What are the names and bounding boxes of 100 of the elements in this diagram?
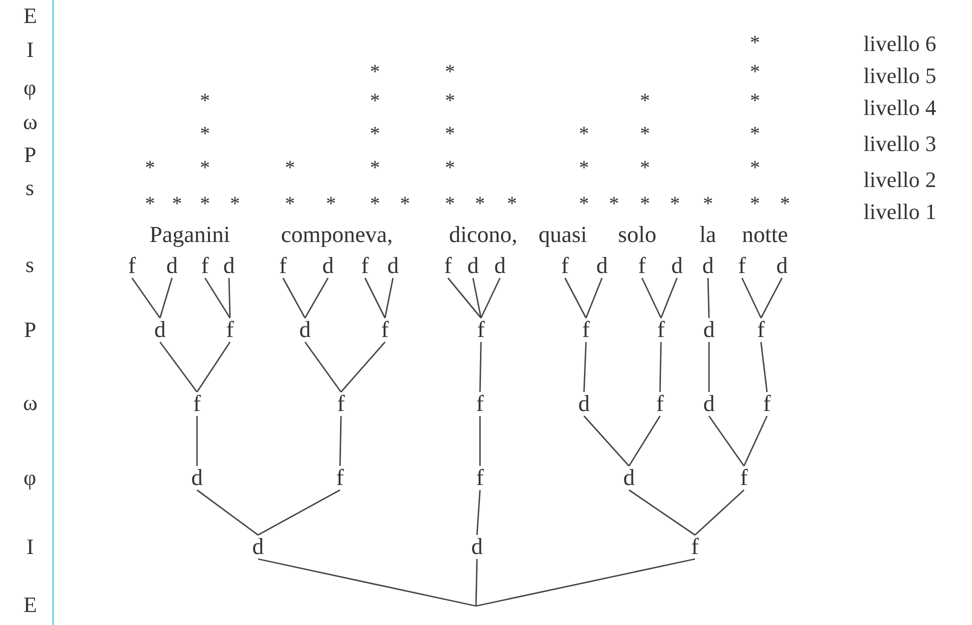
- grid-asterisk: *: [172, 194, 182, 214]
- tree-branch: [339, 416, 342, 466]
- tree-branch: [258, 489, 340, 536]
- grid-asterisk: *: [640, 91, 650, 111]
- tree-branch: [479, 416, 481, 466]
- tree-branch: [228, 278, 231, 318]
- level-symbol: s: [26, 254, 34, 276]
- tree-branch: [707, 278, 710, 318]
- level-symbol: E: [24, 594, 37, 616]
- tree-node-letter: d: [621, 466, 637, 490]
- tree-branch: [472, 278, 482, 318]
- tree-node-letter: d: [701, 392, 717, 416]
- tree-branch: [585, 278, 603, 318]
- tree-node-letter: d: [465, 254, 481, 278]
- grid-asterisk: *: [200, 124, 210, 144]
- tree-branch: [741, 278, 762, 318]
- level-label: livello 6: [864, 33, 936, 55]
- tree-branch: [480, 278, 501, 318]
- grid-asterisk: *: [609, 194, 619, 214]
- grid-asterisk: *: [200, 158, 210, 178]
- tree-node-letter: f: [275, 254, 291, 278]
- tree-branch: [660, 278, 678, 318]
- tree-node-letter: f: [759, 392, 775, 416]
- tree-node-letter: f: [753, 318, 769, 342]
- grid-asterisk: *: [370, 124, 380, 144]
- tree-node-letter: f: [472, 466, 488, 490]
- level-label: livello 3: [864, 133, 936, 155]
- tree-node-letter: f: [736, 466, 752, 490]
- tree-branch: [564, 278, 587, 318]
- tree-node-letter: f: [473, 318, 489, 342]
- word: notte: [742, 222, 788, 246]
- tree-node-letter: f: [222, 318, 238, 342]
- tree-branch: [475, 558, 478, 606]
- tree-branch: [476, 490, 481, 536]
- tree-node-letter: f: [124, 254, 140, 278]
- tree-branch: [659, 342, 662, 392]
- tree-branch: [760, 342, 768, 392]
- tree-node-letter: f: [557, 254, 573, 278]
- level-symbol: ω: [23, 392, 38, 414]
- tree-branch: [204, 278, 231, 318]
- grid-asterisk: *: [750, 158, 760, 178]
- tree-branch: [340, 342, 386, 392]
- grid-asterisk: *: [750, 194, 760, 214]
- level-label: livello 2: [864, 169, 936, 191]
- level-label: livello 4: [864, 97, 936, 119]
- tree-node-letter: f: [734, 254, 750, 278]
- word: quasi: [538, 222, 588, 246]
- tree-node-letter: d: [320, 254, 336, 278]
- grid-asterisk: *: [703, 194, 713, 214]
- tree-node-letter: d: [385, 254, 401, 278]
- tree-node-letter: f: [332, 466, 348, 490]
- tree-node-letter: f: [653, 318, 669, 342]
- tree-branch: [131, 278, 161, 318]
- grid-asterisk: *: [370, 91, 380, 111]
- tree-node-letter: f: [687, 535, 703, 559]
- tree-branch: [583, 342, 587, 392]
- grid-asterisk: *: [400, 194, 410, 214]
- tree-branch: [196, 416, 198, 466]
- grid-asterisk: *: [750, 124, 760, 144]
- level-symbol: φ: [24, 467, 36, 489]
- grid-asterisk: *: [750, 62, 760, 82]
- grid-asterisk: *: [326, 194, 336, 214]
- tree-node-letter: f: [472, 392, 488, 416]
- grid-asterisk: *: [750, 91, 760, 111]
- tree-branch: [196, 489, 258, 536]
- grid-asterisk: *: [579, 124, 589, 144]
- word: solo: [618, 222, 656, 246]
- tree-node-letter: f: [333, 392, 349, 416]
- tree-branch: [159, 278, 173, 318]
- word: la: [700, 222, 716, 246]
- grid-asterisk: *: [445, 124, 455, 144]
- level-symbol: I: [26, 536, 34, 558]
- tree-node-letter: f: [440, 254, 456, 278]
- grid-asterisk: *: [145, 158, 155, 178]
- grid-asterisk: *: [750, 33, 760, 53]
- tree-node-letter: d: [701, 318, 717, 342]
- tree-node-letter: d: [700, 254, 716, 278]
- tree-branch: [258, 558, 476, 607]
- tree-node-letter: f: [652, 392, 668, 416]
- tree-branch: [384, 278, 394, 318]
- grid-asterisk: *: [445, 194, 455, 214]
- tree-node-letter: d: [221, 254, 237, 278]
- level-symbol: P: [24, 144, 36, 166]
- word: Paganini: [150, 222, 230, 246]
- tree-node-letter: f: [189, 392, 205, 416]
- tree-branch: [760, 278, 783, 318]
- grid-asterisk: *: [640, 194, 650, 214]
- grid-asterisk: *: [579, 194, 589, 214]
- tree-node-letter: f: [357, 254, 373, 278]
- tree-node-letter: d: [576, 392, 592, 416]
- tree-branch: [479, 342, 482, 392]
- tree-branch: [708, 416, 745, 466]
- tree-node-letter: f: [634, 254, 650, 278]
- grid-asterisk: *: [200, 194, 210, 214]
- tree-node-letter: d: [250, 535, 266, 559]
- tree-branch: [583, 416, 630, 466]
- tree-branch: [159, 342, 198, 392]
- level-symbol: P: [24, 319, 36, 341]
- tree-node-letter: d: [469, 535, 485, 559]
- level-symbol: φ: [24, 77, 36, 99]
